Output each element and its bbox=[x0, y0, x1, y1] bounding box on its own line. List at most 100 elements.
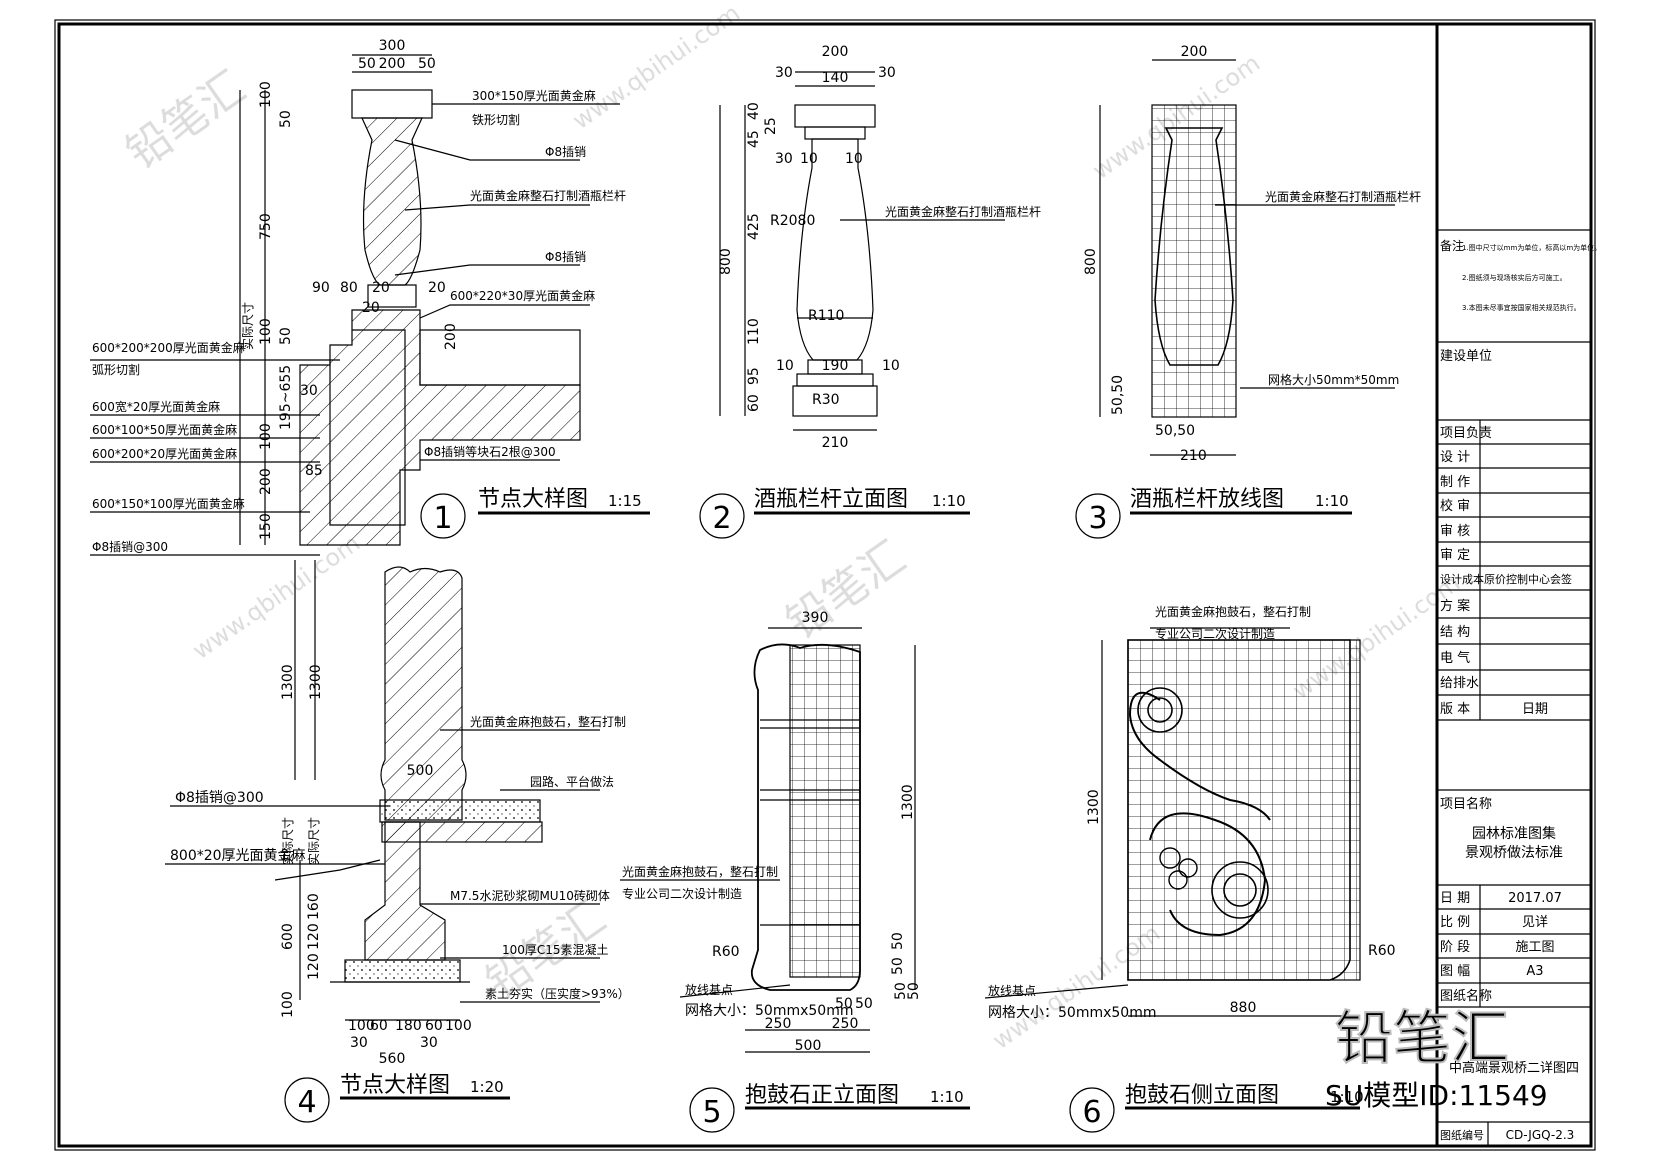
svg-text:专业公司二次设计制造: 专业公司二次设计制造 bbox=[622, 886, 742, 901]
svg-text:素土夯实（压实度>93%）: 素土夯实（压实度>93%） bbox=[485, 986, 630, 1001]
svg-text:www.qbihui.com: www.qbihui.com bbox=[1287, 569, 1465, 705]
baluster-cap bbox=[351, 89, 433, 119]
signature-rows: 项目负责 设 计 制 作 校 审 审 核 审 定 设计成本原价控制中心会签 方 … bbox=[1437, 420, 1591, 721]
svg-text:100: 100 bbox=[280, 991, 296, 1018]
svg-text:120: 120 bbox=[306, 953, 322, 980]
svg-text:100: 100 bbox=[348, 1018, 375, 1034]
svg-text:1300: 1300 bbox=[900, 784, 916, 820]
svg-text:弧形切割: 弧形切割 bbox=[92, 362, 140, 377]
svg-text:300*150厚光面黄金麻: 300*150厚光面黄金麻 bbox=[472, 88, 596, 103]
svg-text:250: 250 bbox=[832, 1016, 859, 1032]
svg-text:30: 30 bbox=[775, 151, 793, 167]
svg-text:R30: R30 bbox=[812, 392, 840, 408]
title-block: 备注 1.图中尺寸以mm为单位，标高以m为单位。 2.图纸须与现场核实后方可施工… bbox=[1435, 24, 1601, 1146]
svg-text:10: 10 bbox=[845, 151, 863, 167]
svg-text:光面黄金麻整石打制酒瓶栏杆: 光面黄金麻整石打制酒瓶栏杆 bbox=[885, 204, 1041, 219]
svg-text:方 案: 方 案 bbox=[1440, 598, 1470, 614]
svg-text:5: 5 bbox=[702, 1095, 721, 1130]
svg-text:2017.07: 2017.07 bbox=[1508, 891, 1562, 906]
detail-2: 200 30 140 30 45 40 25 30 10 10 800 425 … bbox=[699, 44, 1041, 539]
svg-text:日 期: 日 期 bbox=[1440, 891, 1470, 906]
detail-scale: 1:15 bbox=[608, 492, 642, 510]
svg-text:50: 50 bbox=[278, 110, 294, 128]
svg-text:1:20: 1:20 bbox=[470, 1078, 504, 1096]
svg-text:40: 40 bbox=[746, 102, 762, 120]
svg-text:100: 100 bbox=[258, 318, 274, 345]
svg-text:项目名称: 项目名称 bbox=[1440, 796, 1492, 812]
svg-text:30: 30 bbox=[300, 383, 318, 399]
svg-text:50,50: 50,50 bbox=[1110, 375, 1126, 415]
svg-text:750: 750 bbox=[258, 213, 274, 240]
svg-text:Φ8插销: Φ8插销 bbox=[545, 250, 586, 264]
svg-text:光面黄金麻抱鼓石，整石打制: 光面黄金麻抱鼓石，整石打制 bbox=[470, 714, 626, 729]
grid-area bbox=[1151, 104, 1237, 418]
svg-text:网格大小50mm*50mm: 网格大小50mm*50mm bbox=[1268, 372, 1399, 387]
svg-text:200: 200 bbox=[822, 44, 849, 60]
svg-text:50: 50 bbox=[906, 982, 922, 1000]
svg-text:Φ8插销@300: Φ8插销@300 bbox=[92, 540, 168, 554]
svg-text:210: 210 bbox=[1180, 448, 1207, 464]
svg-text:10: 10 bbox=[882, 358, 900, 374]
svg-text:1:10: 1:10 bbox=[932, 492, 966, 510]
svg-text:1300: 1300 bbox=[308, 664, 324, 700]
svg-text:景观桥做法标准: 景观桥做法标准 bbox=[1465, 845, 1563, 861]
svg-text:150: 150 bbox=[258, 513, 274, 540]
svg-text:铅笔汇: 铅笔汇 bbox=[777, 532, 914, 649]
svg-text:4: 4 bbox=[297, 1085, 316, 1120]
svg-text:6: 6 bbox=[1082, 1095, 1101, 1130]
svg-text:设计成本原价控制中心会签: 设计成本原价控制中心会签 bbox=[1440, 572, 1572, 586]
svg-text:600*200*200厚光面黄金麻: 600*200*200厚光面黄金麻 bbox=[92, 340, 245, 355]
svg-text:项目负责: 项目负责 bbox=[1440, 426, 1492, 441]
svg-text:25: 25 bbox=[763, 117, 779, 135]
svg-text:制 作: 制 作 bbox=[1440, 475, 1470, 490]
svg-text:190: 190 bbox=[822, 358, 849, 374]
svg-text:50: 50 bbox=[890, 957, 906, 975]
detail-1: 300 50 200 50 100 50 750 100 50 195~655 … bbox=[90, 38, 650, 556]
svg-text:20: 20 bbox=[362, 300, 380, 316]
baluster-body bbox=[361, 117, 423, 286]
svg-text:60: 60 bbox=[370, 1018, 388, 1034]
svg-text:10: 10 bbox=[800, 151, 818, 167]
svg-text:比 例: 比 例 bbox=[1440, 915, 1470, 930]
svg-text:R2080: R2080 bbox=[770, 213, 815, 229]
svg-text:10: 10 bbox=[776, 358, 794, 374]
svg-text:抱鼓石侧立面图: 抱鼓石侧立面图 bbox=[1125, 1083, 1279, 1108]
detail-5: 390 1300 50 50 50 50 250 250 500 50 50 R… bbox=[620, 610, 970, 1133]
svg-text:60: 60 bbox=[425, 1018, 443, 1034]
svg-text:30: 30 bbox=[350, 1035, 368, 1051]
svg-text:95: 95 bbox=[746, 367, 762, 385]
svg-text:铅笔汇: 铅笔汇 bbox=[117, 62, 254, 179]
svg-text:800: 800 bbox=[1083, 248, 1099, 275]
svg-text:45: 45 bbox=[746, 130, 762, 148]
svg-text:SU模型ID:11549: SU模型ID:11549 bbox=[1325, 1079, 1548, 1112]
svg-text:A3: A3 bbox=[1526, 964, 1543, 979]
svg-text:600*220*30厚光面黄金麻: 600*220*30厚光面黄金麻 bbox=[450, 288, 595, 303]
svg-text:见详: 见详 bbox=[1522, 915, 1548, 930]
baluster-outline bbox=[796, 138, 874, 361]
svg-text:800: 800 bbox=[718, 248, 734, 275]
svg-text:建设单位: 建设单位 bbox=[1440, 349, 1492, 364]
svg-text:1:10: 1:10 bbox=[1330, 1088, 1364, 1106]
svg-text:50: 50 bbox=[893, 982, 909, 1000]
svg-text:200: 200 bbox=[379, 56, 406, 72]
svg-text:酒瓶栏杆放线图: 酒瓶栏杆放线图 bbox=[1130, 487, 1284, 512]
svg-text:50: 50 bbox=[358, 56, 376, 72]
svg-text:2: 2 bbox=[712, 501, 731, 536]
svg-text:R60: R60 bbox=[712, 944, 740, 960]
svg-text:Φ8插销: Φ8插销 bbox=[545, 145, 586, 159]
svg-text:60: 60 bbox=[746, 394, 762, 412]
svg-text:3.本图未尽事宜按国家相关规范执行。: 3.本图未尽事宜按国家相关规范执行。 bbox=[1462, 303, 1581, 312]
svg-text:园林标准图集: 园林标准图集 bbox=[1472, 825, 1556, 842]
svg-text:Φ8插销等块石2根@300: Φ8插销等块石2根@300 bbox=[424, 445, 556, 459]
svg-text:实际尺寸: 实际尺寸 bbox=[306, 817, 321, 865]
svg-text:审 核: 审 核 bbox=[1440, 524, 1470, 539]
svg-text:1.图中尺寸以mm为单位，标高以m为单位。: 1.图中尺寸以mm为单位，标高以m为单位。 bbox=[1462, 243, 1601, 252]
svg-text:30: 30 bbox=[420, 1035, 438, 1051]
svg-text:250: 250 bbox=[765, 1016, 792, 1032]
svg-text:200: 200 bbox=[258, 468, 274, 495]
svg-text:光面黄金麻抱鼓石，整石打制: 光面黄金麻抱鼓石，整石打制 bbox=[1155, 604, 1311, 619]
svg-text:140: 140 bbox=[822, 70, 849, 86]
svg-text:酒瓶栏杆立面图: 酒瓶栏杆立面图 bbox=[754, 487, 908, 512]
svg-text:结 构: 结 构 bbox=[1440, 625, 1470, 640]
svg-text:1300: 1300 bbox=[1086, 789, 1102, 825]
